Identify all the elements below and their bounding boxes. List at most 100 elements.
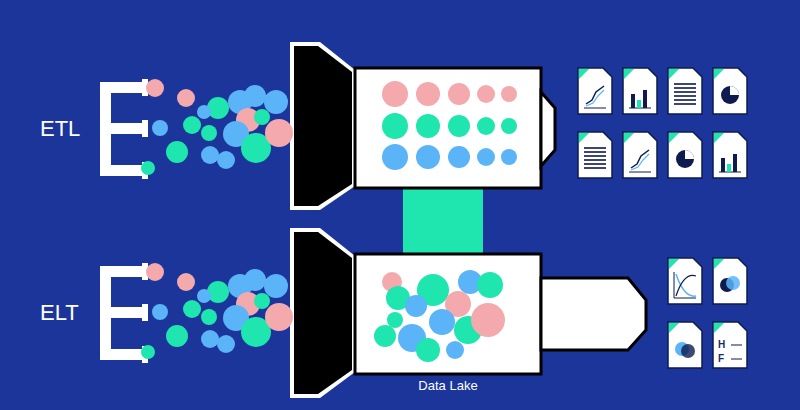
manifold-flange bbox=[142, 304, 148, 321]
axis bbox=[674, 272, 696, 298]
wide-nozzle bbox=[541, 278, 646, 350]
chart-bar bbox=[727, 164, 731, 172]
container-caption: Data Lake bbox=[355, 378, 541, 393]
data-dot bbox=[217, 335, 235, 353]
data-dot bbox=[166, 141, 188, 163]
chart-bar bbox=[631, 94, 635, 108]
data-dot bbox=[201, 330, 219, 348]
pie-slice bbox=[685, 150, 694, 159]
document-corner bbox=[714, 259, 724, 269]
data-dot bbox=[254, 293, 270, 309]
document-icon bbox=[668, 132, 702, 178]
data-dot bbox=[141, 161, 155, 175]
sorted-dot bbox=[477, 85, 495, 103]
data-dot bbox=[244, 85, 266, 107]
process-label: ELT bbox=[40, 300, 79, 326]
sorted-dot bbox=[448, 83, 470, 105]
manifold-arm bbox=[100, 165, 144, 176]
document-icon bbox=[713, 258, 747, 304]
text-line bbox=[674, 99, 696, 101]
text-line bbox=[674, 87, 696, 89]
chart-line bbox=[586, 90, 604, 106]
chart-line bbox=[631, 150, 649, 168]
sorted-dot bbox=[448, 146, 470, 168]
data-dot bbox=[201, 146, 219, 164]
chart-bar bbox=[643, 90, 647, 108]
container bbox=[355, 254, 541, 374]
manifold-arm bbox=[100, 349, 144, 360]
venn bbox=[681, 344, 695, 358]
sorted-dot bbox=[477, 117, 495, 135]
chart-line bbox=[631, 154, 649, 170]
document-corner bbox=[714, 133, 724, 143]
raw-dot bbox=[405, 295, 427, 317]
chart-line bbox=[586, 86, 604, 104]
manifold-arm bbox=[100, 307, 144, 318]
manifold-arm bbox=[100, 123, 144, 134]
text-line bbox=[674, 83, 696, 85]
document-corner bbox=[714, 323, 724, 333]
raw-dot bbox=[374, 325, 396, 347]
data-dot bbox=[264, 90, 288, 114]
sorted-dot bbox=[448, 115, 470, 137]
data-dot bbox=[254, 109, 270, 125]
sorted-dot bbox=[382, 144, 408, 170]
document-corner bbox=[579, 133, 589, 143]
process-label: ETL bbox=[40, 116, 80, 142]
sorted-dot bbox=[501, 86, 517, 102]
data-dot bbox=[265, 119, 293, 147]
pie bbox=[721, 86, 739, 104]
document-icon bbox=[668, 258, 702, 304]
raw-dot bbox=[429, 309, 455, 335]
data-dot bbox=[183, 300, 201, 318]
formula-symbol: F bbox=[718, 353, 724, 364]
document-corner bbox=[624, 69, 634, 79]
chart-bar bbox=[733, 154, 737, 172]
data-dot bbox=[201, 309, 217, 325]
raw-dot bbox=[387, 312, 403, 328]
data-dot bbox=[207, 97, 229, 119]
manifold-arm bbox=[100, 266, 144, 277]
generated-art bbox=[100, 68, 747, 368]
data-dot bbox=[152, 120, 168, 136]
document-icon bbox=[623, 68, 657, 114]
document-icon bbox=[623, 132, 657, 178]
document-icon bbox=[668, 68, 702, 114]
data-lake-container: Data Lake bbox=[355, 254, 541, 374]
pie bbox=[676, 150, 694, 168]
document-icon bbox=[713, 132, 747, 178]
chart-bar bbox=[637, 100, 641, 108]
chart-bar bbox=[721, 158, 725, 172]
data-dot bbox=[177, 89, 195, 107]
data-dot bbox=[146, 263, 164, 281]
document-corner bbox=[669, 259, 679, 269]
funnel bbox=[294, 46, 352, 206]
sorted-dot bbox=[501, 149, 517, 165]
formula-symbol: H bbox=[718, 339, 725, 350]
sorted-dot bbox=[477, 148, 495, 166]
manifold-flange bbox=[142, 120, 148, 137]
data-dot bbox=[141, 345, 155, 359]
document-corner bbox=[714, 69, 724, 79]
document-icon bbox=[578, 68, 612, 114]
curve bbox=[676, 275, 696, 296]
funnel bbox=[294, 232, 352, 394]
raw-dot bbox=[446, 341, 464, 359]
sorted-dot bbox=[382, 113, 408, 139]
fraction-bar bbox=[731, 359, 742, 360]
pie-slice bbox=[730, 86, 739, 95]
raw-dot bbox=[471, 303, 505, 337]
text-line bbox=[584, 163, 606, 165]
data-dot bbox=[166, 325, 188, 347]
text-line bbox=[674, 95, 696, 97]
document-icon bbox=[713, 322, 747, 368]
axis bbox=[629, 172, 651, 173]
data-dot bbox=[201, 125, 217, 141]
document-icon bbox=[668, 322, 702, 368]
axis bbox=[584, 108, 606, 109]
document-corner bbox=[669, 133, 679, 143]
document-corner bbox=[669, 323, 679, 333]
text-line bbox=[674, 103, 696, 105]
text-line bbox=[584, 159, 606, 161]
